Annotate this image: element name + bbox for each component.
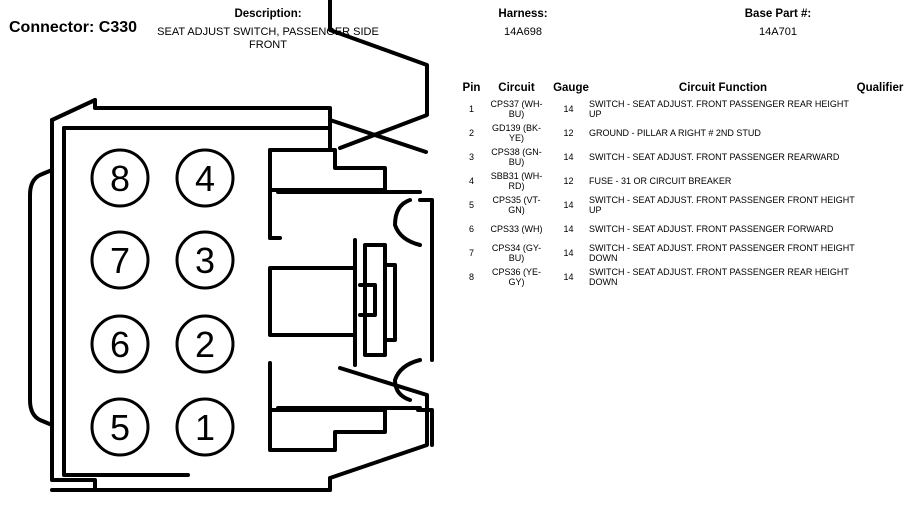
pin-cell: 5 <box>468 200 474 210</box>
base-part-value: 14A701 <box>759 26 797 38</box>
description-heading: Description: <box>234 8 302 20</box>
table-row: 8 CPS36 (YE-GY) 14 SWITCH - SEAT ADJUST.… <box>458 265 859 289</box>
table-row: 4 SBB31 (WH-RD) 12 FUSE - 31 OR CIRCUIT … <box>458 169 859 193</box>
circuit-cell: CPS37 (WH-BU) <box>490 99 543 119</box>
function-cell: SWITCH - SEAT ADJUST. FRONT PASSENGER RE… <box>589 99 849 119</box>
function-cell: SWITCH - SEAT ADJUST. FRONT PASSENGER FR… <box>589 243 855 263</box>
connector-label: Connector: C330 <box>9 19 138 36</box>
harness-value: 14A698 <box>504 26 542 38</box>
pin-cell: 4 <box>468 176 474 186</box>
col-header-pin: Pin <box>462 82 481 94</box>
table-row: 1 CPS37 (WH-BU) 14 SWITCH - SEAT ADJUST.… <box>458 97 859 121</box>
pin-cell: 2 <box>468 128 474 138</box>
function-cell: SWITCH - SEAT ADJUST. FRONT PASSENGER RE… <box>589 152 840 162</box>
pinout-table: 1 CPS37 (WH-BU) 14 SWITCH - SEAT ADJUST.… <box>458 97 859 289</box>
circuit-cell: CPS33 (WH) <box>490 224 543 234</box>
pin-cavities <box>90 148 235 457</box>
pin-cell: 1 <box>468 104 474 114</box>
gauge-cell: 14 <box>563 200 574 210</box>
circuit-cell: CPS35 (VT-GN) <box>492 195 541 215</box>
pin-1-label: 1 <box>195 407 215 448</box>
function-cell: SWITCH - SEAT ADJUST. FRONT PASSENGER FR… <box>589 195 855 215</box>
pin-cell: 7 <box>468 248 474 258</box>
col-header-gauge: Gauge <box>553 82 589 94</box>
table-row: 3 CPS38 (GN-BU) 14 SWITCH - SEAT ADJUST.… <box>458 145 859 169</box>
connector-face-diagram: 8 4 7 3 6 2 5 1 <box>28 0 434 492</box>
pin-2-label: 2 <box>195 324 215 365</box>
table-row: 7 CPS34 (GY-BU) 14 SWITCH - SEAT ADJUST.… <box>458 241 859 265</box>
function-cell: GROUND - PILLAR A RIGHT # 2ND STUD <box>589 128 761 138</box>
pin-6-label: 6 <box>110 324 130 365</box>
table-row: 5 CPS35 (VT-GN) 14 SWITCH - SEAT ADJUST.… <box>458 193 859 217</box>
col-header-circuit-function: Circuit Function <box>678 82 768 94</box>
circuit-cell: CPS36 (YE-GY) <box>491 267 542 287</box>
gauge-cell: 12 <box>563 128 574 138</box>
gauge-cell: 14 <box>563 104 574 114</box>
pin-cell: 3 <box>468 152 474 162</box>
col-header-circuit: Circuit <box>498 82 535 94</box>
base-part-heading: Base Part #: <box>744 8 812 20</box>
pin-3-cavity <box>175 230 235 290</box>
gauge-cell: 14 <box>563 152 574 162</box>
pin-8-label: 8 <box>110 158 130 199</box>
pin-4-cavity <box>175 148 235 208</box>
pin-5-label: 5 <box>110 407 130 448</box>
circuit-cell: CPS38 (GN-BU) <box>491 147 542 167</box>
circuit-cell: CPS34 (GY-BU) <box>491 243 542 263</box>
pin-cell: 8 <box>468 272 474 282</box>
harness-heading: Harness: <box>498 8 548 20</box>
pin-cell: 6 <box>468 224 474 234</box>
table-row: 2 GD139 (BK-YE) 12 GROUND - PILLAR A RIG… <box>458 121 859 145</box>
function-cell: SWITCH - SEAT ADJUST. FRONT PASSENGER RE… <box>589 267 849 287</box>
gauge-cell: 14 <box>563 248 574 258</box>
table-row: 6 CPS33 (WH) 14 SWITCH - SEAT ADJUST. FR… <box>458 217 859 241</box>
gauge-cell: 14 <box>563 224 574 234</box>
col-header-qualifier: Qualifier <box>856 82 904 94</box>
circuit-cell: GD139 (BK-YE) <box>491 123 542 143</box>
function-cell: SWITCH - SEAT ADJUST. FRONT PASSENGER FO… <box>589 224 834 234</box>
gauge-cell: 12 <box>563 176 574 186</box>
gauge-cell: 14 <box>563 272 574 282</box>
pin-3-label: 3 <box>195 240 215 281</box>
pin-5-cavity <box>90 397 150 457</box>
pin-2-cavity <box>175 314 235 374</box>
circuit-cell: SBB31 (WH-RD) <box>490 171 543 191</box>
pin-7-label: 7 <box>110 240 130 281</box>
pin-8-cavity <box>90 148 150 208</box>
pin-1-cavity <box>175 397 235 457</box>
function-cell: FUSE - 31 OR CIRCUIT BREAKER <box>589 176 732 186</box>
description-value: SEAT ADJUST SWITCH, PASSENGER SIDE FRONT <box>157 26 379 51</box>
connector-housing-outline <box>28 0 434 492</box>
pin-7-cavity <box>90 230 150 290</box>
pin-4-label: 4 <box>195 158 215 199</box>
pin-6-cavity <box>90 314 150 374</box>
